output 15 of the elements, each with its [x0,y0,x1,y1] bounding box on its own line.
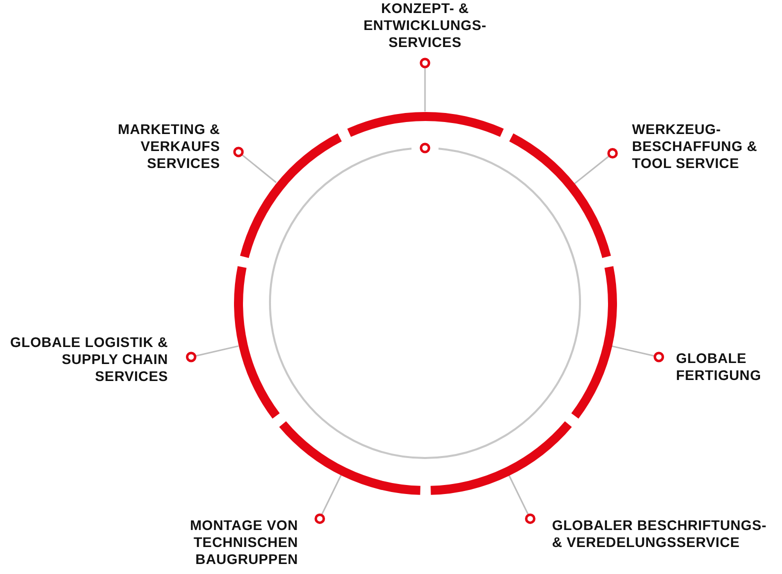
segmented-ring [234,112,616,494]
service-label: MONTAGE VON TECHNISCHEN BAUGRUPPEN [163,517,298,568]
leader-line [186,345,239,362]
leader-line [508,474,536,524]
service-label: MARKETING & VERKAUFS SERVICES [95,121,220,172]
leader-line [611,345,664,362]
service-label: GLOBALER BESCHRIFTUNGS- & VEREDELUNGSSERVICE [552,517,772,551]
service-label: WERKZEUG- BESCHAFFUNG & TOOL SERVICE [632,121,772,172]
leader-line [314,474,342,524]
service-label: KONZEPT- & ENTWICKLUNGS- SERVICES [345,0,505,51]
service-label: GLOBALE FERTIGUNG [676,350,776,384]
leader-line [574,148,618,184]
service-label: GLOBALE LOGISTIK & SUPPLY CHAIN SERVICES [3,334,168,385]
leader-line [420,58,430,112]
leader-line [233,146,277,184]
